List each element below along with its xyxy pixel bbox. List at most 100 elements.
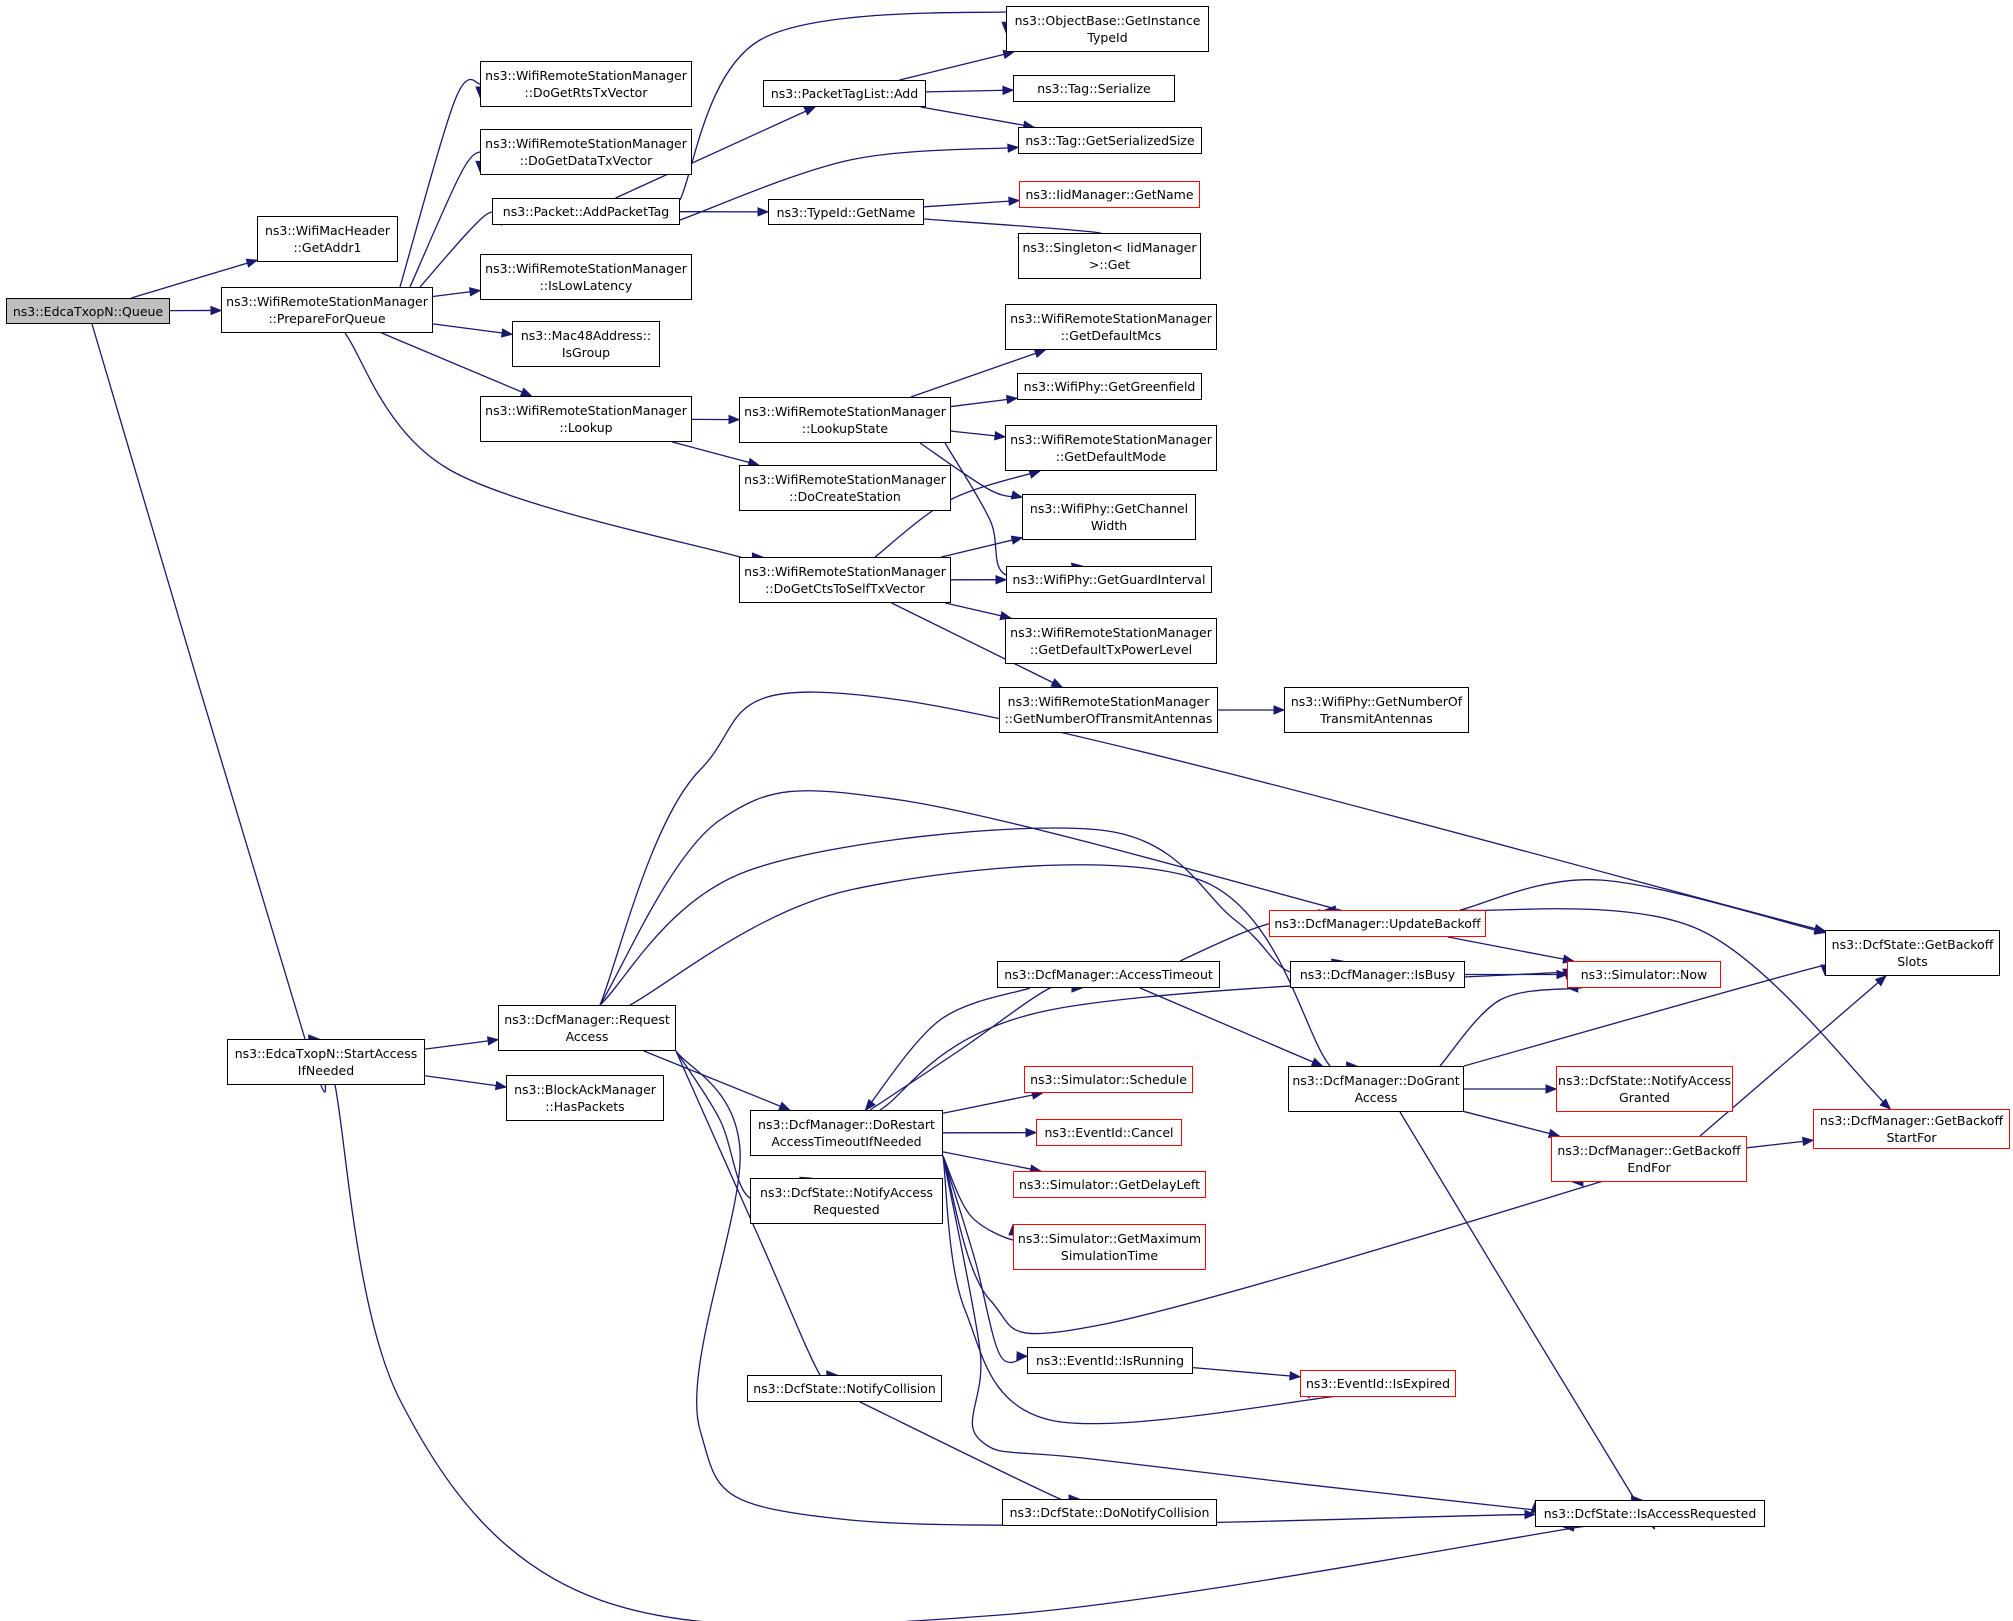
edge-ns3-dcfmanager-request-access-to-ns3-dcfmanager-updatebackoff: [599, 790, 1370, 1006]
node-ns3-eventid-isexpired[interactable]: ns3::EventId::IsExpired: [1300, 1370, 1456, 1397]
arrowhead-icon: [864, 1098, 876, 1112]
node-ns3-tag-serialize[interactable]: ns3::Tag::Serialize: [1013, 75, 1175, 102]
node-ns3-wifiremotestationmanager-prepareforqueue[interactable]: ns3::WifiRemoteStationManager ::PrepareF…: [221, 287, 433, 333]
node-ns3-wifiremotestationmanager-dogetrtstxvector[interactable]: ns3::WifiRemoteStationManager ::DoGetRts…: [480, 61, 692, 107]
edge-ns3-wifiremotestationmanager-prepareforqueue-to-ns3-wifiremotestationmanager-lookup: [381, 332, 532, 397]
edge-ns3-dcfmanager-dorestart-accesstimeoutifneeded-to-ns3-simulator-getdelayleft: [942, 1151, 1041, 1172]
node-ns3-dcfmanager-getbackoff-startfor[interactable]: ns3::DcfManager::GetBackoff StartFor: [1813, 1109, 2010, 1149]
node-ns3-wifiremotestationmanager-docreatestation[interactable]: ns3::WifiRemoteStationManager ::DoCreate…: [739, 465, 951, 511]
arrowhead-icon: [778, 1101, 791, 1111]
edge-ns3-wifiremotestationmanager-dogetctstoselftxvector-to-ns3-wifiremotestationmanager-getnumberoftransmitantennas: [891, 602, 1063, 688]
node-ns3-tag-getserializedsize[interactable]: ns3::Tag::GetSerializedSize: [1018, 127, 1202, 154]
arrowhead-icon: [757, 207, 770, 217]
node-ns3-edcatxopn-startaccess-ifneeded[interactable]: ns3::EdcaTxopN::StartAccess IfNeeded: [227, 1039, 425, 1085]
arrowhead-icon: [1879, 1098, 1892, 1110]
node-ns3-eventid-cancel[interactable]: ns3::EventId::Cancel: [1036, 1119, 1182, 1146]
node-ns3-wifiremotestationmanager-dogetdatatxvector[interactable]: ns3::WifiRemoteStationManager ::DoGetDat…: [480, 129, 692, 175]
node-ns3-blockackmanager-haspackets[interactable]: ns3::BlockAckManager ::HasPackets: [506, 1075, 664, 1121]
arrowhead-icon: [994, 431, 1007, 441]
node-ns3-mac48address-isgroup[interactable]: ns3::Mac48Address:: IsGroup: [512, 321, 660, 367]
node-ns3-singleton-iidmanager-get[interactable]: ns3::Singleton< IidManager >::Get: [1018, 233, 1201, 279]
node-ns3-simulator-getmaximum-simulationtime[interactable]: ns3::Simulator::GetMaximum SimulationTim…: [1013, 1224, 1206, 1270]
node-ns3-dcfstate-notifyaccess-requested[interactable]: ns3::DcfState::NotifyAccess Requested: [750, 1178, 943, 1224]
arrowhead-icon: [1016, 1351, 1029, 1361]
node-ns3-wifiremotestationmanager-getnumberoftransmitantennas[interactable]: ns3::WifiRemoteStationManager ::GetNumbe…: [999, 687, 1218, 733]
node-ns3-simulator-schedule[interactable]: ns3::Simulator::Schedule: [1024, 1066, 1193, 1093]
node-ns3-wifiremotestationmanager-getdefaulttxpowerlevel[interactable]: ns3::WifiRemoteStationManager ::GetDefau…: [1005, 618, 1217, 664]
node-ns3-simulator-now[interactable]: ns3::Simulator::Now: [1567, 961, 1721, 988]
edge-ns3-packet-addpackettag-to-ns3-packettaglist-add: [615, 106, 816, 199]
node-ns3-typeid-getname[interactable]: ns3::TypeId::GetName: [768, 199, 924, 225]
arrowhead-icon: [1289, 1371, 1302, 1381]
node-ns3-eventid-isrunning[interactable]: ns3::EventId::IsRunning: [1027, 1347, 1193, 1374]
arrowhead-icon: [245, 258, 259, 268]
edge-ns3-packettaglist-add-to-ns3-objectbase-getinstance-typeid: [899, 51, 1014, 81]
node-ns3-dcfstate-getbackoff-slots[interactable]: ns3::DcfState::GetBackoff Slots: [1825, 930, 2000, 976]
edge-ns3-dcfmanager-request-access-to-ns3-dcfstate-isaccessrequested: [675, 1050, 1536, 1526]
arrowhead-icon: [519, 387, 533, 397]
arrowhead-icon: [1005, 394, 1019, 405]
arrowhead-icon: [1874, 975, 1887, 987]
node-ns3-dcfmanager-getbackoff-endfor[interactable]: ns3::DcfManager::GetBackoff EndFor: [1551, 1136, 1747, 1182]
edge-ns3-dcfmanager-accesstimeout-to-ns3-dcfmanager-dorestart-accesstimeoutifneeded: [865, 987, 1031, 1111]
node-ns3-dcfstate-donotifycollision[interactable]: ns3::DcfState::DoNotifyCollision: [1002, 1499, 1217, 1526]
arrowhead-icon: [1002, 85, 1015, 96]
node-ns3-dcfstate-isaccessrequested[interactable]: ns3::DcfState::IsAccessRequested: [1535, 1500, 1765, 1527]
node-ns3-wifiphy-getgreenfield[interactable]: ns3::WifiPhy::GetGreenfield: [1017, 373, 1202, 400]
node-ns3-dcfstate-notifyaccess-granted[interactable]: ns3::DcfState::NotifyAccess Granted: [1556, 1066, 1733, 1112]
node-ns3-edcatxopn-queue[interactable]: ns3::EdcaTxopN::Queue: [6, 298, 170, 324]
edge-ns3-dcfmanager-updatebackoff-to-ns3-dcfmanager-getbackoff-startfor: [1459, 908, 1891, 1110]
node-ns3-dcfmanager-dorestart-accesstimeoutifneeded[interactable]: ns3::DcfManager::DoRestart AccessTimeout…: [750, 1110, 943, 1156]
edge-ns3-dcfmanager-request-access-to-ns3-dcfmanager-dorestart-accesstimeoutifneeded: [643, 1050, 790, 1111]
edge-ns3-dcfmanager-dorestart-accesstimeoutifneeded-to-ns3-simulator-getmaximum-simulationtime: [942, 1155, 1017, 1241]
node-ns3-wifiremotestationmanager-getdefaultmcs[interactable]: ns3::WifiRemoteStationManager ::GetDefau…: [1005, 304, 1217, 350]
edge-ns3-edcatxopn-queue-to-ns3-wifimacheader-getaddr1: [131, 259, 258, 299]
node-ns3-wifiremotestationmanager-dogetctstoselftxvector[interactable]: ns3::WifiRemoteStationManager ::DoGetCts…: [739, 557, 951, 603]
arrowhead-icon: [1310, 1057, 1324, 1067]
arrowhead-icon: [494, 1080, 508, 1091]
edge-ns3-dcfmanager-dogrant-access-to-ns3-simulator-now: [1439, 986, 1584, 1067]
arrowhead-icon: [995, 574, 1008, 585]
arrowhead-icon: [1545, 1084, 1558, 1094]
arrowhead-icon: [728, 414, 741, 425]
edge-ns3-wifiremotestationmanager-prepareforqueue-to-ns3-wifiremotestationmanager-dogetrtstxvector: [399, 78, 483, 288]
node-ns3-dcfmanager-updatebackoff[interactable]: ns3::DcfManager::UpdateBackoff: [1269, 910, 1486, 937]
edge-ns3-edcatxopn-startaccess-ifneeded-to-ns3-blockackmanager-haspackets: [424, 1075, 507, 1088]
arrowhead-icon: [1524, 1509, 1537, 1520]
node-ns3-objectbase-getinstance-typeid[interactable]: ns3::ObjectBase::GetInstance TypeId: [1006, 6, 1209, 52]
arrowhead-icon: [1025, 1127, 1038, 1138]
node-ns3-wifiphy-getguardinterval[interactable]: ns3::WifiPhy::GetGuardInterval: [1006, 566, 1212, 593]
edge-ns3-packettaglist-add-to-ns3-tag-getserializedsize: [920, 106, 1034, 128]
node-ns3-packet-addpackettag[interactable]: ns3::Packet::AddPacketTag: [492, 198, 680, 225]
edge-ns3-dcfmanager-dorestart-accesstimeoutifneeded-to-ns3-eventid-isrunning: [942, 1155, 1028, 1364]
node-ns3-iidmanager-getname[interactable]: ns3::IidManager::GetName: [1019, 181, 1200, 208]
edge-ns3-wifiremotestationmanager-dogetctstoselftxvector-to-ns3-wifiphy-getchannel-width: [941, 537, 1023, 558]
edge-ns3-dcfmanager-getbackoff-endfor-to-ns3-dcfmanager-getbackoff-startfor: [1746, 1139, 1814, 1149]
node-ns3-wifiphy-getnumberof-transmitantennas[interactable]: ns3::WifiPhy::GetNumberOf TransmitAntenn…: [1284, 687, 1469, 733]
edge-ns3-wifiremotestationmanager-lookupstate-to-ns3-wifiremotestationmanager-getdefaultmcs: [910, 349, 1046, 398]
node-ns3-dcfmanager-request-access[interactable]: ns3::DcfManager::Request Access: [498, 1005, 676, 1051]
node-ns3-wifiphy-getchannel-width[interactable]: ns3::WifiPhy::GetChannel Width: [1022, 494, 1196, 540]
edge-ns3-wifiremotestationmanager-prepareforqueue-to-ns3-mac48address-isgroup: [432, 323, 513, 335]
arrowhead-icon: [468, 287, 482, 297]
node-ns3-wifiremotestationmanager-islowlatency[interactable]: ns3::WifiRemoteStationManager ::IsLowLat…: [480, 254, 692, 300]
arrowhead-icon: [1033, 348, 1047, 358]
edge-ns3-dcfmanager-request-access-to-ns3-dcfmanager-isbusy: [599, 827, 1343, 1006]
arrowhead-icon: [1007, 143, 1020, 153]
edge-ns3-wifiremotestationmanager-lookupstate-to-ns3-wifiphy-getgreenfield: [950, 397, 1018, 408]
node-ns3-dcfmanager-accesstimeout[interactable]: ns3::DcfManager::AccessTimeout: [997, 961, 1220, 988]
node-ns3-simulator-getdelayleft[interactable]: ns3::Simulator::GetDelayLeft: [1013, 1171, 1206, 1198]
node-ns3-dcfmanager-dogrant-access[interactable]: ns3::DcfManager::DoGrant Access: [1288, 1066, 1464, 1112]
node-ns3-dcfmanager-isbusy[interactable]: ns3::DcfManager::IsBusy: [1290, 961, 1465, 988]
node-ns3-packettaglist-add[interactable]: ns3::PacketTagList::Add: [763, 80, 926, 107]
node-ns3-wifimacheader-getaddr1[interactable]: ns3::WifiMacHeader ::GetAddr1: [257, 216, 398, 262]
edge-ns3-dcfmanager-updatebackoff-to-ns3-simulator-now: [1447, 936, 1574, 962]
edge-ns3-wifiremotestationmanager-prepareforqueue-to-ns3-wifiremotestationmanager-dogetdatatxvector: [409, 151, 483, 288]
edge-ns3-edcatxopn-queue-to-ns3-edcatxopn-startaccess-ifneeded: [91, 323, 327, 1093]
node-ns3-wifiremotestationmanager-lookup[interactable]: ns3::WifiRemoteStationManager ::Lookup: [480, 396, 692, 442]
edge-ns3-dcfmanager-updatebackoff-to-ns3-dcfstate-getbackoff-slots: [1459, 879, 1826, 934]
node-ns3-wifiremotestationmanager-lookupstate[interactable]: ns3::WifiRemoteStationManager ::LookupSt…: [739, 397, 951, 443]
node-ns3-wifiremotestationmanager-getdefaultmode[interactable]: ns3::WifiRemoteStationManager ::GetDefau…: [1005, 425, 1217, 471]
node-ns3-dcfstate-notifycollision[interactable]: ns3::DcfState::NotifyCollision: [747, 1375, 942, 1402]
